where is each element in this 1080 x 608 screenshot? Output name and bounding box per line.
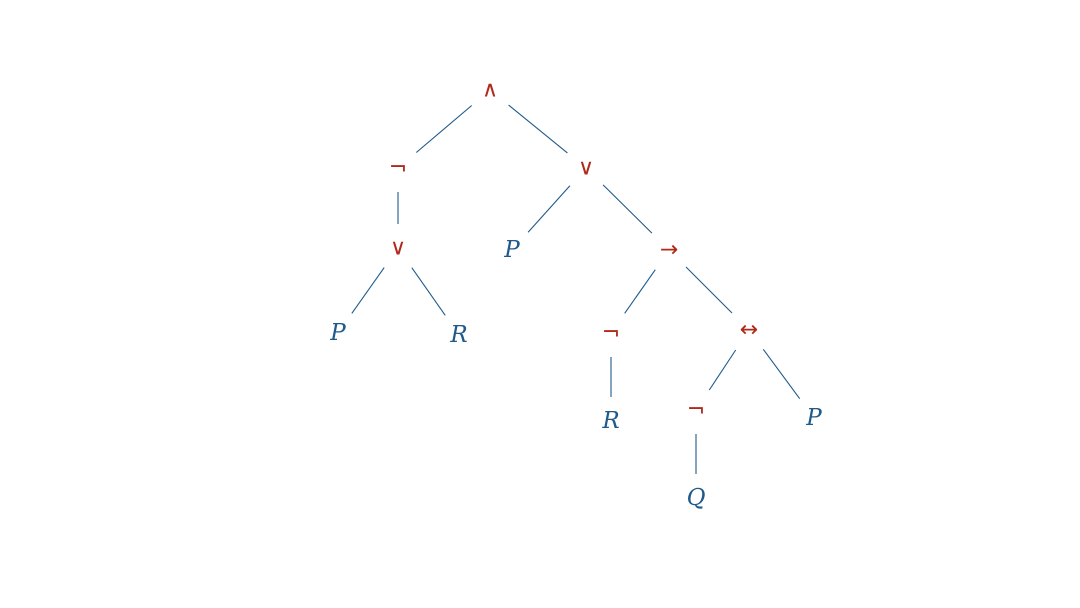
edge-and-root-to-not-left: [415, 105, 473, 153]
node-iff: ↔: [740, 318, 758, 343]
node-not-low: ¬: [687, 398, 705, 423]
edge-implies-to-iff: [685, 266, 733, 314]
edges-layer: [351, 104, 801, 474]
node-not-left: ¬: [389, 156, 407, 181]
edge-iff-to-not-low: [708, 349, 737, 391]
edge-and-root-to-or-right: [508, 104, 568, 154]
edge-iff-to-p-3: [762, 348, 801, 400]
node-p-3: P: [805, 405, 822, 431]
edge-or-left-to-p-2: [351, 267, 385, 314]
node-not-mid: ¬: [602, 321, 620, 346]
edge-or-left-to-r-1: [411, 267, 446, 316]
node-p-1: P: [503, 237, 520, 263]
node-p-2: P: [329, 320, 346, 346]
nodes-layer: ∧ ¬ ∨ ∨ P → P R ¬ ↔ R ¬ P Q: [329, 78, 822, 512]
node-q-1: Q: [687, 485, 706, 511]
node-implies: →: [660, 238, 678, 263]
edge-or-right-to-p-1: [527, 185, 571, 233]
edge-or-right-to-implies: [602, 184, 653, 234]
node-or-right: ∨: [578, 156, 594, 181]
edge-implies-to-not-mid: [624, 269, 656, 314]
node-and-root: ∧: [482, 78, 498, 103]
node-r-1: R: [449, 322, 467, 348]
node-r-2: R: [601, 408, 619, 434]
node-or-left: ∨: [390, 236, 406, 261]
